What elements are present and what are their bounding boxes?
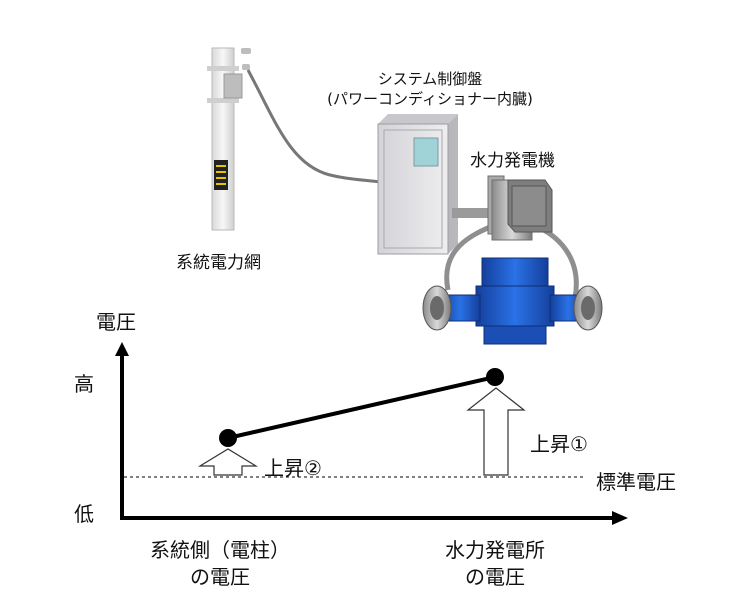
hydro-generator-label: 水力発電機 [470, 151, 555, 171]
control-panel-label: システム制御盤 [377, 70, 483, 88]
rise-2-arrow [197, 448, 259, 476]
hydro-generator [422, 175, 603, 345]
voltage-line [227, 375, 496, 440]
x-left-label: 系統側（電柱） [150, 538, 290, 562]
x-right-label: 水力発電所 [445, 538, 545, 562]
power-grid-label: 系統電力網 [176, 253, 261, 273]
y-axis-arrowhead [115, 342, 129, 356]
x-axis-arrowhead [612, 511, 628, 525]
y-axis-title: 電圧 [96, 310, 136, 334]
power-cable [246, 69, 381, 184]
y-low-label: 低 [74, 502, 94, 526]
control-panel-cabinet [377, 114, 490, 255]
grid-voltage-point [219, 429, 237, 447]
x-left-sublabel: の電圧 [190, 565, 250, 589]
plant-voltage-point [486, 368, 504, 386]
x-right-sublabel: の電圧 [465, 565, 525, 589]
control-panel-sublabel: (パワーコンディショナー内臓) [327, 90, 533, 108]
rise-2-label: 上昇② [264, 456, 322, 480]
standard-voltage-label: 標準電圧 [596, 470, 676, 494]
rise-1-arrow [466, 387, 526, 476]
y-high-label: 高 [74, 372, 94, 396]
rise-1-label: 上昇① [530, 432, 588, 456]
utility-pole [207, 47, 251, 231]
